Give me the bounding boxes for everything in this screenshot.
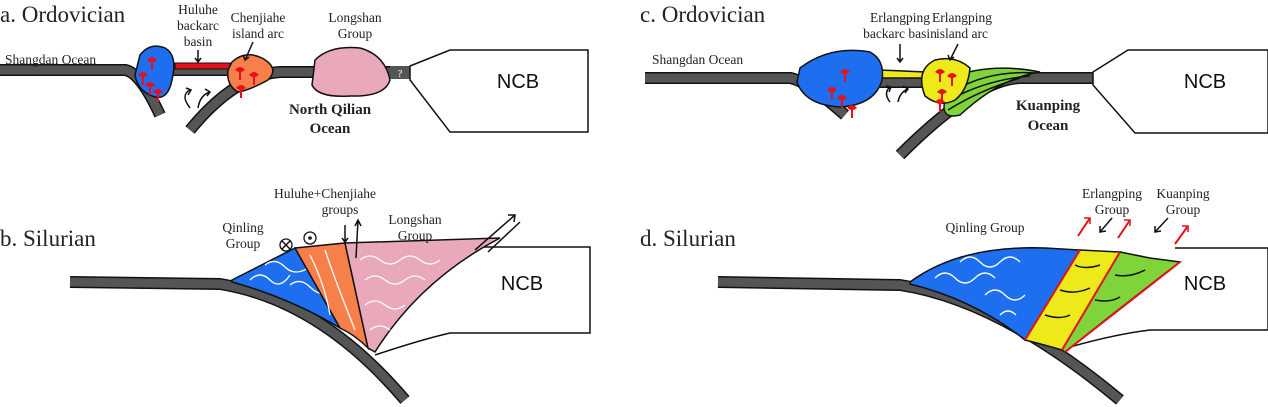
kuanping-label: Group (1166, 202, 1201, 217)
chenjiahe-label: Chenjiahe (231, 10, 286, 25)
backarc-basin-crust (879, 69, 926, 79)
qinling-label: Qinling (222, 220, 264, 235)
longshan-label: Longshan (328, 10, 381, 25)
panel-b: b. Silurian NCB Qinling Group Huluhe+Che… (0, 186, 591, 404)
ncb-label: NCB (1184, 71, 1226, 93)
panel-c: c. Ordovician NCB Shangdan Ocean Erlangp… (640, 2, 1268, 160)
huluhe-label: basin (184, 34, 213, 49)
ncb-block (1059, 247, 1268, 351)
panel-d-title: d. Silurian (640, 226, 736, 251)
qinling-label: Qinling Group (945, 220, 1024, 235)
panel-b-title: b. Silurian (0, 226, 96, 251)
chenjiahe-arc-block (226, 54, 274, 93)
backarc-basin-crust (174, 62, 231, 70)
backarc-label: Erlangping (870, 10, 930, 25)
kuanping-ocean-label: Ocean (1028, 118, 1069, 134)
north-qilian-ocean-label: North Qilian (289, 102, 372, 118)
longshan-label: Group (398, 228, 433, 243)
longshan-label: Group (338, 26, 373, 41)
panel-d: d. Silurian NCB Qinling Group Erlangping… (640, 186, 1268, 405)
huluhe-chenjiahe-label: groups (322, 202, 359, 217)
ncb-block (1092, 49, 1268, 134)
blue-arc-block (134, 45, 175, 99)
huluhe-label: backarc (177, 18, 219, 33)
ncb-block (374, 246, 591, 356)
blue-arc-block (796, 49, 884, 108)
qinling-label: Group (226, 236, 261, 251)
ncb-label: NCB (497, 71, 539, 93)
svg-text:?: ? (398, 68, 403, 80)
longshan-label: Longshan (388, 212, 441, 227)
panel-a: a. Ordovician ? NCB Shangdan Ocean Huluh… (0, 2, 589, 137)
ncb-label: NCB (501, 273, 543, 295)
longshan-group-wedge (344, 237, 501, 354)
kuanping-ocean-label: Kuanping (1016, 98, 1081, 114)
chenjiahe-label: island arc (232, 26, 284, 41)
backarc-label: backarc basin (863, 26, 937, 41)
kuanping-label: Kuanping (1156, 186, 1209, 201)
huluhe-label: Huluhe (178, 2, 218, 17)
ncb-label: NCB (1184, 273, 1226, 295)
arc-label: island arc (936, 26, 988, 41)
huluhe-chenjiahe-label: Huluhe+Chenjiahe (274, 186, 376, 201)
erlangping-label: Erlangping (1082, 186, 1142, 201)
panel-a-title: a. Ordovician (0, 2, 126, 27)
ncb-block (409, 49, 589, 133)
panel-c-title: c. Ordovician (640, 2, 766, 27)
shangdan-ocean-label: Shangdan Ocean (5, 52, 96, 67)
arc-label: Erlangping (932, 10, 992, 25)
unknown-segment (390, 66, 410, 79)
erlangping-label: Group (1095, 202, 1130, 217)
erlangping-arc-block (920, 57, 971, 104)
longshan-group-block (311, 46, 391, 98)
north-qilian-ocean-label: Ocean (310, 121, 351, 137)
shangdan-ocean-label: Shangdan Ocean (652, 52, 743, 67)
